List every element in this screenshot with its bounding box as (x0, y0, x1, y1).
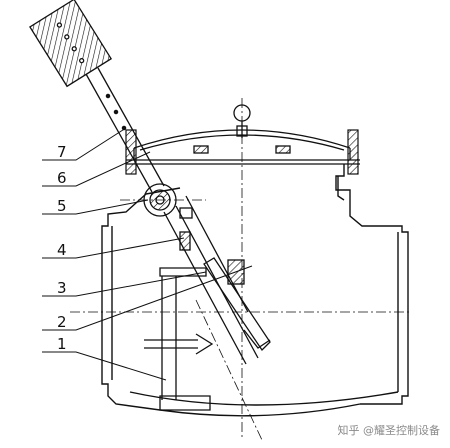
cover-flange-bolts (125, 129, 359, 175)
valve-body (101, 164, 409, 417)
leader-lines (42, 127, 253, 381)
part-label-1: 1 (57, 335, 67, 353)
part-label-4: 4 (57, 241, 67, 259)
part-label-2: 2 (57, 313, 67, 331)
part-label-7: 7 (57, 143, 67, 161)
hinge-shaft (143, 183, 193, 219)
flow-arrow (144, 333, 214, 355)
part-label-6: 6 (57, 169, 67, 187)
lever-arm-edge-b (97, 67, 165, 187)
part-label-5: 5 (57, 197, 67, 215)
valve-cover (126, 104, 360, 165)
part-label-3: 3 (57, 279, 67, 297)
valve-disc (203, 257, 271, 352)
part-labels: 7 6 5 4 3 2 1 (57, 143, 67, 353)
counterweight-assembly (29, 0, 165, 193)
counterweight-block (29, 0, 113, 88)
seat-ring (159, 267, 211, 411)
watermark-text: 知乎 @耀圣控制设备 (337, 424, 441, 437)
